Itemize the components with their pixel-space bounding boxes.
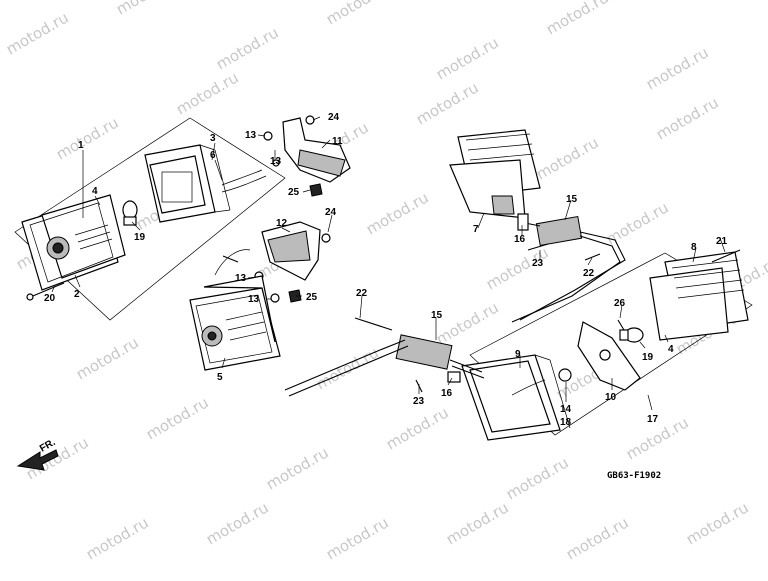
callout-19: 19 bbox=[134, 232, 146, 243]
callout-3: 3 bbox=[210, 133, 216, 144]
watermark-text: motod.ru bbox=[143, 393, 212, 443]
callout-9: 9 bbox=[515, 349, 521, 360]
screws-rear-upper bbox=[527, 243, 601, 261]
callout-7: 7 bbox=[473, 224, 479, 235]
watermark-text: motod.ru bbox=[643, 43, 712, 93]
lamp-rear-upper bbox=[449, 129, 541, 219]
callout-10: 10 bbox=[605, 392, 617, 403]
watermark-text: motod.ru bbox=[73, 333, 142, 383]
diagram-code: GB63-F1902 bbox=[607, 471, 661, 481]
callout-25: 25 bbox=[306, 292, 318, 303]
callout-1: 1 bbox=[78, 140, 84, 151]
bulb-19-right bbox=[619, 327, 644, 343]
callout-24: 24 bbox=[325, 207, 337, 218]
screw-26 bbox=[617, 319, 625, 331]
watermark-text: motod.ru bbox=[3, 8, 72, 58]
callout-26: 26 bbox=[614, 298, 626, 309]
callout-13: 13 bbox=[235, 273, 247, 284]
callout-16: 16 bbox=[514, 234, 526, 245]
screw-21 bbox=[711, 249, 741, 263]
assembly-1-outline bbox=[14, 117, 286, 321]
watermark-text: motod.ru bbox=[563, 513, 632, 563]
watermark-text: motod.ru bbox=[113, 0, 182, 18]
callout-14: 14 bbox=[560, 404, 572, 415]
callout-16: 16 bbox=[441, 388, 453, 399]
lens-front-left bbox=[21, 194, 126, 291]
housing-front-left bbox=[144, 144, 267, 223]
callout-2: 2 bbox=[74, 289, 80, 300]
callout-23: 23 bbox=[532, 258, 544, 269]
watermark-text: motod.ru bbox=[263, 443, 332, 493]
callout-11: 11 bbox=[332, 136, 343, 147]
connector-15-lower bbox=[284, 317, 485, 397]
watermark-text: motod.ru bbox=[603, 198, 672, 248]
watermark-text: motod.ru bbox=[503, 453, 572, 503]
lamp-front-right bbox=[189, 275, 281, 371]
watermark-text: motod.ru bbox=[383, 403, 452, 453]
bracket-12 bbox=[261, 221, 331, 281]
callout-24: 24 bbox=[328, 112, 340, 123]
callout-17: 17 bbox=[647, 414, 659, 425]
watermark-text: motod.ru bbox=[313, 343, 382, 393]
housing-rear-right bbox=[461, 354, 571, 441]
bulb-19-left bbox=[122, 200, 138, 226]
watermark-text: motod.ru bbox=[173, 68, 242, 118]
callout-13: 13 bbox=[248, 294, 260, 305]
watermark-text: motod.ru bbox=[323, 513, 392, 563]
socket-rear-right bbox=[511, 368, 572, 396]
callout-8: 8 bbox=[691, 242, 697, 253]
callout-5: 5 bbox=[217, 372, 223, 383]
rear-right-assembly bbox=[461, 249, 753, 441]
watermark-text: motod.ru bbox=[653, 93, 722, 143]
screw-20 bbox=[27, 282, 65, 299]
watermark-text: motod.ru bbox=[213, 23, 282, 73]
watermark-text: motod.ru bbox=[683, 498, 752, 548]
callout-13: 13 bbox=[270, 156, 282, 167]
callout-21: 21 bbox=[716, 236, 728, 247]
screw-20-head bbox=[26, 293, 34, 301]
callout-13: 13 bbox=[245, 130, 257, 141]
watermark-text: motod.ru bbox=[363, 188, 432, 238]
callout-19: 19 bbox=[642, 352, 654, 363]
watermark-text: motod.ru bbox=[203, 498, 272, 548]
callout-4: 4 bbox=[668, 344, 674, 355]
callout-23: 23 bbox=[413, 396, 425, 407]
callout-6: 6 bbox=[210, 150, 216, 161]
callout-18: 18 bbox=[560, 417, 572, 428]
watermark-text: motod.ru bbox=[83, 513, 152, 563]
leader-lines bbox=[51, 116, 726, 411]
lens-rear-right bbox=[649, 251, 749, 341]
watermark-text: motod.ru bbox=[443, 498, 512, 548]
callout-22: 22 bbox=[583, 268, 595, 279]
watermark-text: motod.ru bbox=[53, 113, 122, 163]
callout-22: 22 bbox=[356, 288, 368, 299]
callout-25: 25 bbox=[288, 187, 300, 198]
watermark-text: motod.ru bbox=[543, 0, 612, 38]
watermark-text: motod.ru bbox=[433, 298, 502, 348]
watermark-text: motod.ru bbox=[533, 133, 602, 183]
watermark-text: motod.ru bbox=[433, 33, 502, 83]
callout-15: 15 bbox=[431, 310, 443, 321]
callout-12: 12 bbox=[276, 218, 288, 229]
callout-20: 20 bbox=[44, 293, 56, 304]
bracket-11 bbox=[282, 115, 351, 183]
front-left-assembly bbox=[14, 117, 286, 321]
callout-4: 4 bbox=[92, 186, 98, 197]
connector-15-upper bbox=[511, 213, 626, 323]
watermark-text: motod.ru bbox=[413, 78, 482, 128]
watermark-text: motod.ru bbox=[323, 0, 392, 28]
callout-15: 15 bbox=[566, 194, 578, 205]
